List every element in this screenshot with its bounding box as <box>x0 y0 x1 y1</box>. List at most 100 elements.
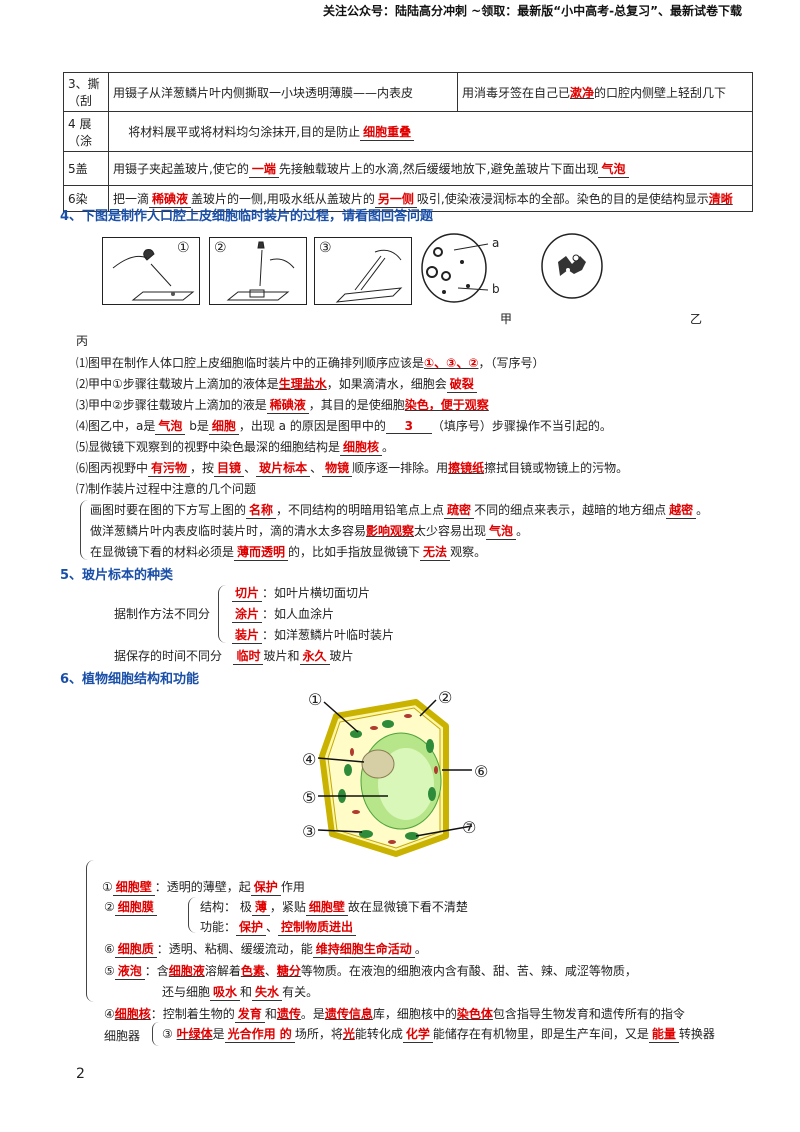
text: 场所，将 <box>294 1027 343 1041</box>
label-b: b <box>492 282 500 296</box>
answer: 一端 <box>248 160 279 178</box>
text: 用镊子夹起盖玻片,使它的 <box>113 161 249 176</box>
answer: 色素 <box>240 964 265 978</box>
text: 故在显微镜下看不清楚 <box>347 900 468 914</box>
step-content: 用镊子夹起盖玻片,使它的一端先接触载玻片上的水滴,然后缓缓地放下,避免盖玻片下面… <box>108 151 753 186</box>
answer: 薄而透明 <box>234 543 289 561</box>
text: ⑥ <box>104 942 115 956</box>
membrane-structure-row: 结构： 极薄，紧贴细胞壁故在显微镜下看不清楚 <box>200 898 468 916</box>
answer: 生理盐水 <box>278 377 327 391</box>
nucleus <box>361 749 395 779</box>
text: 是 <box>212 1027 225 1041</box>
answer: 擦镜纸 <box>448 461 485 475</box>
answer: 光合作用 的 <box>224 1025 295 1043</box>
text: 、 <box>310 461 323 475</box>
text: 。是 <box>300 1007 325 1021</box>
text: 将材料展平或将材料均匀涂抹开,目的是防止 <box>128 124 361 139</box>
text: 有关。 <box>282 985 319 999</box>
nucleus-row: ④细胞核：控制着生物的发育和遗传。是遗传信息库，细胞核中的染色体包含指导生物发育… <box>104 1005 685 1023</box>
answer: 清晰 <box>708 191 733 206</box>
section-6-title: 6、植物细胞结构和功能 <box>60 672 200 687</box>
answer: 细胞核 <box>340 438 383 456</box>
text: ⑷图乙中，a是 <box>76 419 156 433</box>
slide-type-2: 涂片：如人血涂片 <box>232 605 334 623</box>
text: 先接触载玻片上的水滴,然后缓缓地放下,避免盖玻片下面出现 <box>278 161 599 176</box>
text: 在显微镜下看的材料必须是 <box>90 545 235 559</box>
answer: 吸水 <box>210 983 241 1001</box>
text: 玻片和 <box>263 649 300 663</box>
plant-cell-diagram <box>317 699 473 857</box>
cell-label-1: ① <box>308 690 323 709</box>
text: ② <box>104 900 115 914</box>
figure-step-1: ① <box>102 237 200 305</box>
text: 擦拭目镜或物镜上的污物。 <box>484 461 629 475</box>
text: 。 <box>516 524 529 538</box>
text: ：如人血涂片 <box>262 607 335 621</box>
question-3: ⑶甲中②步骤往载玻片上滴加的液是稀碘液，其目的是使细胞染色，便于观察 <box>76 396 489 414</box>
brace <box>188 897 196 933</box>
text: 不同的细点来表示，越暗的地方细点 <box>474 503 667 517</box>
step-content-right: 用消毒牙签在自己已漱净的口腔内侧壁上轻刮几下 <box>457 72 753 112</box>
answer: 气泡 <box>598 160 629 178</box>
brace <box>86 860 96 1002</box>
text: 、 <box>266 920 279 934</box>
table-row: 5盖 用镊子夹起盖玻片,使它的一端先接触载玻片上的水滴,然后缓缓地放下,避免盖玻… <box>63 151 753 186</box>
text: 结构： 极 <box>200 900 252 914</box>
label-a: a <box>492 236 500 250</box>
cell-label-6: ⑥ <box>474 762 489 781</box>
step-number: ② <box>214 240 227 256</box>
table-row: 6染 把一滴稀碘液盖玻片的一侧,用吸水纸从盖玻片的另一侧吸引,使染液浸润标本的全… <box>63 185 753 212</box>
answer: 疏密 <box>444 501 475 519</box>
answer: 保护 <box>236 918 267 936</box>
table-row: 4 展（涂 将材料展平或将材料均匀涂抹开,目的是防止细胞重叠 <box>63 111 753 152</box>
text: 溶解着 <box>204 964 241 978</box>
text: ⑹图丙视野中 <box>76 461 149 475</box>
text: 玻片 <box>329 649 354 663</box>
microscope-view-drawing <box>421 233 489 303</box>
mitochondria <box>350 714 438 844</box>
answer: 控制物质进出 <box>278 918 357 936</box>
step-content: 用镊子从洋葱鳞片叶内侧撕取一小块透明薄膜——内表皮 <box>108 72 458 112</box>
brace <box>80 500 89 560</box>
step-number: ① <box>177 240 190 256</box>
figure-step-2: ② <box>209 237 307 305</box>
text: ④ <box>104 1007 115 1021</box>
answer: 染色体 <box>456 1007 493 1021</box>
dirty-view-drawing <box>541 233 603 299</box>
text: 还与细胞 <box>162 985 211 999</box>
answer: 气泡 <box>486 522 517 540</box>
answer: 发育 <box>234 1005 265 1023</box>
steps-table: 3、撕（刮 用镊子从洋葱鳞片叶内侧撕取一小块透明薄膜——内表皮 用消毒牙签在自己… <box>63 72 753 212</box>
text: ⑤ <box>104 964 115 978</box>
cell-label-3: ③ <box>302 822 317 841</box>
answer: 细胞液 <box>168 964 205 978</box>
page-number: 2 <box>76 1066 85 1082</box>
text: 库，细胞核中的 <box>372 1007 457 1021</box>
answer: 细胞壁 <box>305 898 348 916</box>
answer: 影响观察 <box>366 524 415 538</box>
question-7c: 在显微镜下看的材料必须是薄而透明的，比如手指放显微镜下无法观察。 <box>90 543 486 561</box>
answer: 物镜 <box>322 459 353 477</box>
answer: 气泡 <box>155 417 186 435</box>
answer: 漱净 <box>570 85 595 100</box>
text: 。 <box>382 440 395 454</box>
step-content: 把一滴稀碘液盖玻片的一侧,用吸水纸从盖玻片的另一侧吸引,使染液浸润标本的全部。染… <box>108 185 753 212</box>
chloroplast-row: ③ 叶绿体是光合作用 的场所，将光能转化成化学能储存在有机物里，即是生产车间，又… <box>162 1025 715 1043</box>
text: ：透明、粘稠、缓缓流动，能 <box>156 942 313 956</box>
answer: 越密 <box>666 501 697 519</box>
answer: 化学 <box>402 1025 433 1043</box>
figure-step-3: ③ <box>314 237 412 305</box>
text: ：含 <box>144 964 169 978</box>
text: 太少容易出现 <box>414 524 487 538</box>
text: ⑴图甲在制作人体口腔上皮细胞临时装片中的正确排列顺序应该是 <box>76 356 425 370</box>
cell-label-4: ④ <box>302 750 317 769</box>
text: 细胞器 <box>104 1029 141 1043</box>
text: b是 <box>189 419 209 433</box>
by-time-row: 据保存的时间不同分 临时玻片和永久玻片 <box>114 647 354 665</box>
step-label: 5盖 <box>63 151 109 186</box>
answer: 目镜 <box>214 459 245 477</box>
text: ：控制着生物的 <box>150 1007 235 1021</box>
question-7: ⑺制作装片过程中注意的几个问题 <box>76 482 257 496</box>
